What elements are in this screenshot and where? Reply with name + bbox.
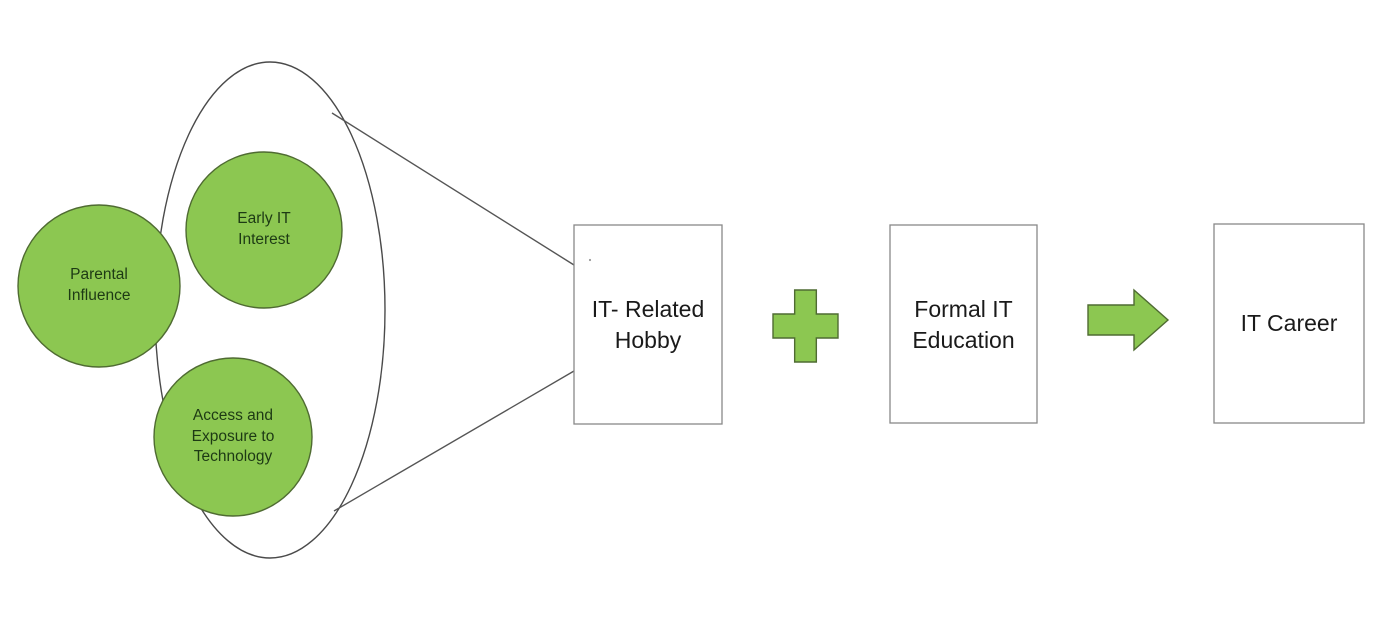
node-circle-access-and-exposure-to-technology[interactable] [153, 357, 313, 517]
stray-dot-artifact [588, 258, 592, 262]
node-box-it-related-hobby[interactable] [573, 224, 723, 425]
connector-group-to-hobby-lower[interactable] [333, 370, 575, 512]
node-box-it-career[interactable] [1213, 223, 1365, 424]
node-circle-early-it-interest[interactable] [185, 151, 343, 309]
connector-group-to-hobby-upper[interactable] [331, 112, 575, 266]
right-arrow-operator-icon[interactable] [1087, 288, 1170, 352]
node-box-formal-it-education[interactable] [889, 224, 1038, 424]
plus-operator-icon[interactable] [772, 289, 839, 363]
node-circle-parental-influence[interactable] [17, 204, 181, 368]
